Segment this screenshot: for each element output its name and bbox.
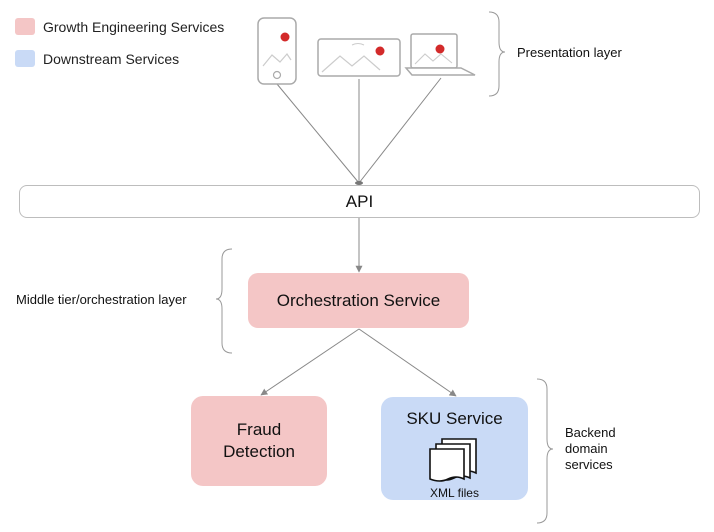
legend-swatch-downstream bbox=[15, 50, 35, 67]
legend-item-growth: Growth Engineering Services bbox=[15, 18, 224, 35]
tv-icon bbox=[317, 38, 401, 77]
fraud-detection-box: Fraud Detection bbox=[191, 396, 327, 486]
phone-icon bbox=[257, 17, 297, 85]
api-junction bbox=[355, 181, 363, 185]
api-label: API bbox=[345, 191, 374, 211]
api-bar: API bbox=[19, 185, 700, 218]
sku-service-box: SKU Service XML files bbox=[381, 397, 528, 500]
presentation-brace bbox=[488, 11, 506, 97]
orchestration-service-label: Orchestration Service bbox=[276, 290, 441, 310]
laptop-to-api-line bbox=[358, 77, 442, 184]
middle-tier-label: Middle tier/orchestration layer bbox=[16, 292, 187, 307]
orchestration-service-box: Orchestration Service bbox=[248, 273, 469, 328]
orchestration-to-sku-arrow bbox=[358, 328, 457, 397]
backend-brace bbox=[536, 378, 554, 524]
sku-service-label: SKU Service bbox=[406, 409, 503, 428]
backend-layer-label: Backend domain services bbox=[565, 425, 616, 472]
laptop-icon bbox=[404, 33, 476, 76]
legend: Growth Engineering Services Downstream S… bbox=[15, 18, 224, 67]
legend-label-growth: Growth Engineering Services bbox=[43, 18, 225, 35]
xml-files-label: XML files bbox=[430, 486, 479, 500]
legend-label-downstream: Downstream Services bbox=[43, 50, 180, 67]
xml-files-icon bbox=[429, 438, 477, 482]
legend-swatch-growth bbox=[15, 18, 35, 35]
phone-to-api-line bbox=[276, 83, 360, 184]
middle-tier-brace bbox=[215, 248, 233, 354]
presentation-layer-label: Presentation layer bbox=[517, 45, 622, 60]
legend-item-downstream: Downstream Services bbox=[15, 50, 224, 67]
orchestration-to-fraud-arrow bbox=[260, 328, 360, 396]
fraud-detection-label: Fraud Detection bbox=[223, 420, 295, 461]
